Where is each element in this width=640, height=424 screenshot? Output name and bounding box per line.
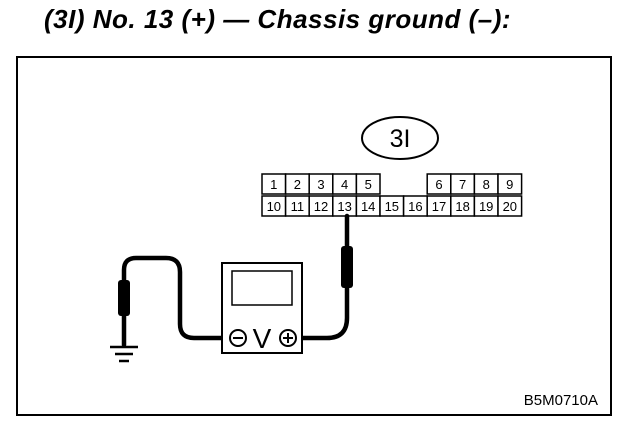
wiring <box>121 213 350 348</box>
diagram-frame <box>16 56 612 416</box>
voltmeter-display <box>231 270 293 306</box>
connector-pin-label: 10 <box>267 199 281 214</box>
connector-label-badge: 3I <box>361 116 439 160</box>
page-title: (3I) No. 13 (+) — Chassis ground (–): <box>44 4 512 34</box>
connector-pin-label: 13 <box>337 199 351 214</box>
connector-pin-cell <box>355 173 381 195</box>
voltmeter: V <box>221 262 303 354</box>
connector-pin-label: 20 <box>503 199 517 214</box>
connector-pin-cell <box>497 195 523 217</box>
connector-pin-label: 5 <box>365 177 372 192</box>
connector-pin-label: 16 <box>408 199 422 214</box>
connector-label-ellipse <box>361 116 439 160</box>
connector-pin-label: 2 <box>294 177 301 192</box>
connector-label: 3I <box>390 125 411 153</box>
connector-pin-label: 1 <box>270 177 277 192</box>
negative-probe <box>118 280 130 316</box>
figure-code: B5M0710A <box>524 392 598 409</box>
connector-pin-label: 11 <box>291 199 305 214</box>
negative-lead-wire <box>121 255 225 348</box>
connector-pin-label: 14 <box>361 199 375 214</box>
connector-pin-label: 12 <box>314 199 328 214</box>
positive-lead-wire <box>299 213 350 341</box>
negative-terminal-icon <box>229 329 247 347</box>
positive-probe <box>341 246 353 288</box>
connector-pin-label: 8 <box>483 177 490 192</box>
connector-pin-label: 19 <box>479 199 493 214</box>
connector-pin-label: 18 <box>455 199 469 214</box>
connector-pin-label: 4 <box>341 177 348 192</box>
connector-pin-label: 3 <box>317 177 324 192</box>
connector-pin-cell <box>497 173 523 195</box>
connector-pin-label: 17 <box>432 199 446 214</box>
connector-pin-label: 7 <box>459 177 466 192</box>
chassis-ground-icon <box>110 345 138 363</box>
voltmeter-unit: V <box>253 323 272 354</box>
connector-pin-label: 6 <box>435 177 442 192</box>
connector-pin-label: 15 <box>385 199 399 214</box>
positive-terminal-icon <box>279 329 297 347</box>
connector-pin-label: 9 <box>506 177 513 192</box>
